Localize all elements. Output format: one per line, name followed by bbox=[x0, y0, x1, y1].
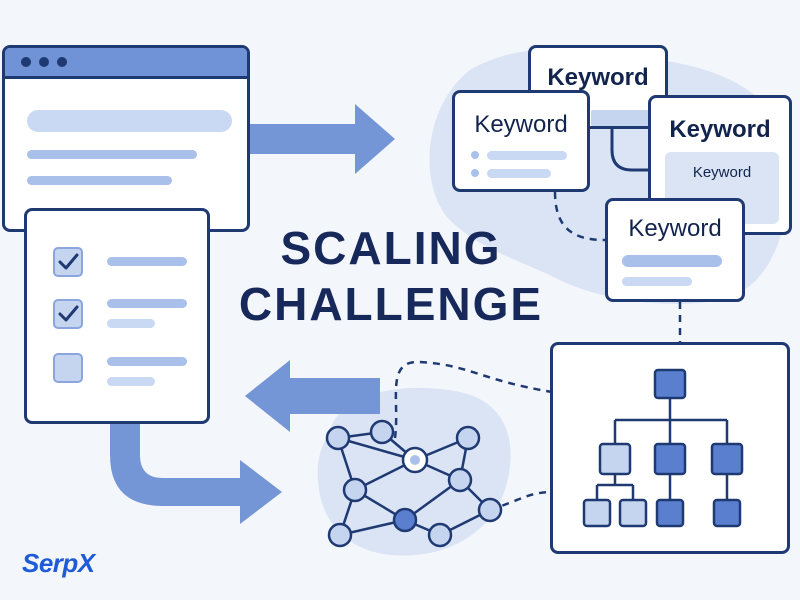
network-node bbox=[327, 522, 353, 548]
checklist-line bbox=[107, 257, 187, 266]
keyword-card-label: Keyword bbox=[474, 111, 568, 138]
browser-window bbox=[2, 45, 250, 232]
window-dot-icon bbox=[57, 57, 67, 67]
keyword-card-label: Keyword bbox=[669, 116, 771, 143]
keyword-card-label: Keyword bbox=[547, 64, 649, 91]
headline-line-1: SCALING bbox=[280, 222, 502, 274]
keyword-card: Keyword bbox=[605, 198, 745, 302]
brand-logo: SerpX bbox=[22, 548, 95, 578]
network-node bbox=[447, 467, 473, 493]
checklist-line bbox=[107, 377, 155, 386]
tree-node bbox=[655, 498, 685, 528]
checkbox-unchecked[interactable] bbox=[53, 353, 83, 383]
connector-cards-to-keyword4 bbox=[553, 191, 606, 242]
keyword-card-bullet bbox=[471, 151, 479, 159]
connector-network-to-cards bbox=[393, 360, 553, 439]
check-icon bbox=[58, 305, 79, 322]
keyword-card-label: Keyword bbox=[628, 215, 722, 242]
keyword-card-bullet bbox=[471, 169, 479, 177]
keyword-card-line bbox=[487, 151, 567, 160]
checkbox-checked[interactable] bbox=[53, 299, 83, 329]
tree-node bbox=[653, 442, 687, 476]
browser-titlebar bbox=[5, 48, 247, 79]
window-dot-icon bbox=[21, 57, 31, 67]
keyword-card-line bbox=[622, 255, 722, 267]
checklist-line bbox=[107, 357, 187, 366]
network-node bbox=[392, 507, 418, 533]
keyword-card: Keyword bbox=[452, 90, 590, 192]
tree-node bbox=[582, 498, 612, 528]
headline-line-2: CHALLENGE bbox=[238, 278, 544, 330]
keyword-card-line bbox=[487, 169, 551, 178]
network-node bbox=[342, 477, 368, 503]
keyword-card-inner-label: Keyword bbox=[692, 164, 752, 181]
network-node bbox=[369, 419, 395, 445]
checklist-card bbox=[24, 208, 210, 424]
content-line bbox=[27, 176, 172, 185]
keyword-card-line bbox=[622, 277, 692, 286]
tree-node bbox=[710, 442, 744, 476]
arrow-right-top bbox=[250, 104, 395, 174]
checkbox-checked[interactable] bbox=[53, 247, 83, 277]
checklist-line bbox=[107, 319, 155, 328]
tree-node bbox=[653, 368, 687, 400]
check-icon bbox=[58, 253, 79, 270]
connector-keyword-cards bbox=[610, 128, 655, 172]
content-line bbox=[27, 150, 197, 159]
arrow-left-middle bbox=[245, 360, 380, 432]
window-dot-icon bbox=[39, 57, 49, 67]
arrow-curve-right bbox=[110, 423, 282, 524]
network-node bbox=[455, 425, 481, 451]
network-node bbox=[325, 425, 351, 451]
tree-node bbox=[598, 442, 632, 476]
tree-node bbox=[712, 498, 742, 528]
network-node bbox=[477, 497, 503, 523]
checklist-line bbox=[107, 299, 187, 308]
network-node bbox=[427, 522, 453, 548]
content-bar bbox=[27, 110, 232, 132]
network-node-center-dot bbox=[410, 455, 420, 465]
keyword-card-bar bbox=[591, 110, 657, 126]
tree-node bbox=[618, 498, 648, 528]
